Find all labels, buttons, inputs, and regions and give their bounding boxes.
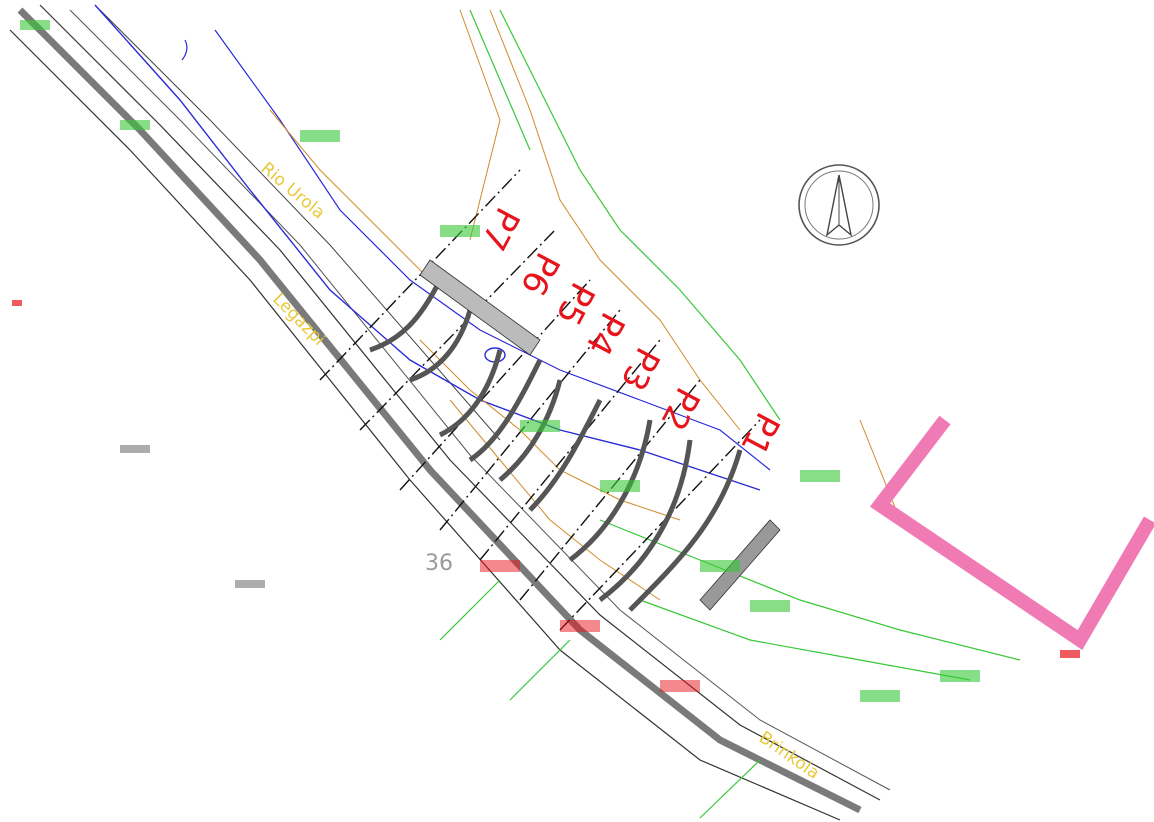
contours — [269, 9, 901, 601]
green-lines — [439, 9, 1021, 819]
pink-outline — [869, 415, 1154, 650]
chainage-label: 36 — [425, 551, 453, 576]
survey-annotations — [12, 20, 1080, 702]
north-arrow-icon — [798, 164, 880, 246]
river-label: Rio Urola — [257, 159, 329, 224]
section-curves — [369, 278, 743, 612]
profile-label-p7: P7 — [472, 201, 527, 257]
